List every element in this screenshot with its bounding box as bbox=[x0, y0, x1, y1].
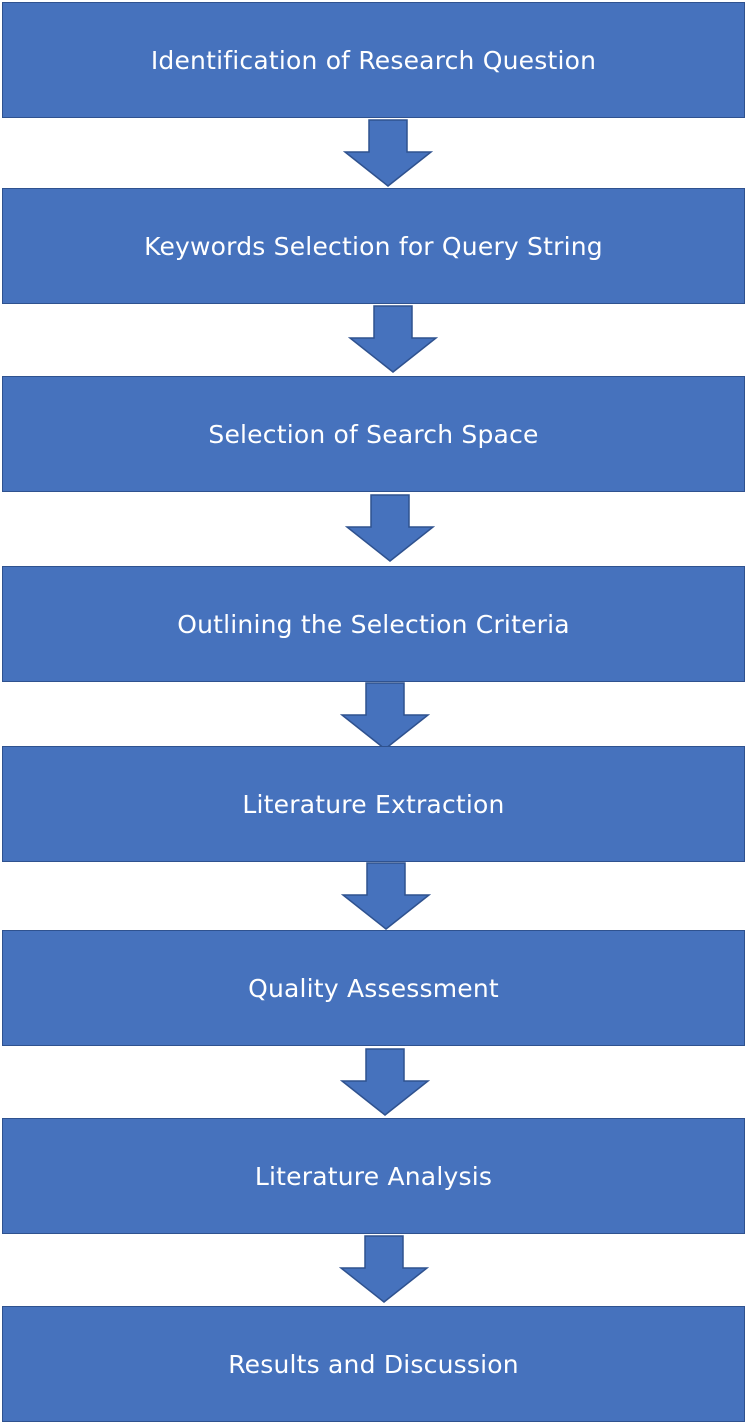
down-arrow-icon bbox=[348, 305, 438, 373]
step-label: Quality Assessment bbox=[248, 973, 499, 1003]
down-arrow-icon bbox=[345, 494, 435, 562]
down-arrow-icon bbox=[340, 1048, 430, 1116]
down-arrow-icon bbox=[339, 1235, 429, 1303]
step-label: Literature Analysis bbox=[254, 1161, 493, 1191]
step-quality-assessment: Quality Assessment bbox=[2, 930, 745, 1046]
step-label: Identification of Research Question bbox=[150, 45, 597, 75]
step-label: Results and Discussion bbox=[228, 1349, 519, 1379]
step-literature-analysis: Literature Analysis bbox=[2, 1118, 745, 1234]
down-arrow-icon bbox=[341, 862, 431, 930]
down-arrow-icon bbox=[343, 119, 433, 187]
step-outlining-selection-criteria: Outlining the Selection Criteria bbox=[2, 566, 745, 682]
step-label: Literature Extraction bbox=[242, 789, 505, 819]
step-identification-of-research-question: Identification of Research Question bbox=[2, 2, 745, 118]
step-results-and-discussion: Results and Discussion bbox=[2, 1306, 745, 1422]
down-arrow-icon bbox=[340, 682, 430, 750]
step-literature-extraction: Literature Extraction bbox=[2, 746, 745, 862]
step-selection-of-search-space: Selection of Search Space bbox=[2, 376, 745, 492]
step-keywords-selection: Keywords Selection for Query String bbox=[2, 188, 745, 304]
step-label: Keywords Selection for Query String bbox=[144, 231, 603, 261]
step-label: Selection of Search Space bbox=[208, 419, 539, 449]
step-label: Outlining the Selection Criteria bbox=[177, 609, 570, 639]
